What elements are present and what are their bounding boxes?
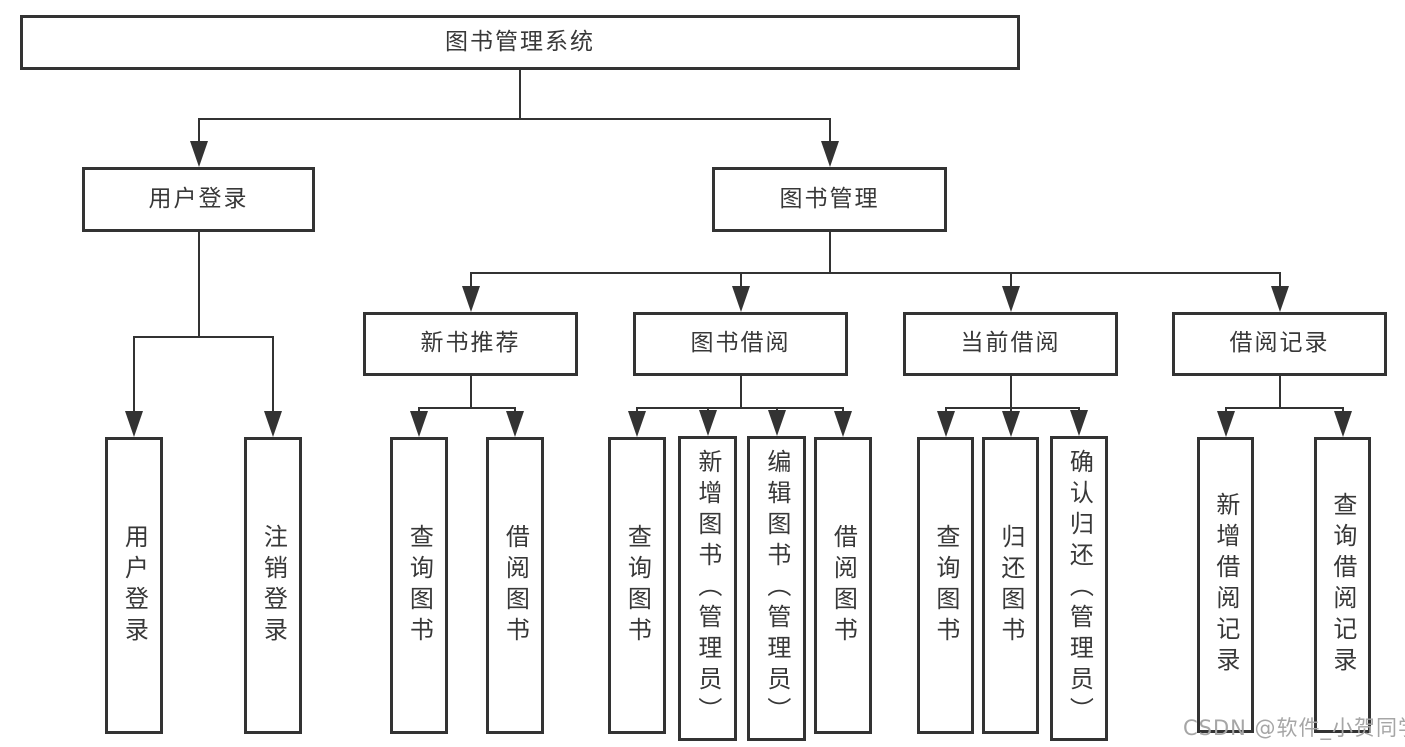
connector-rail-root: [197, 118, 831, 120]
node-borrow-records: 借阅记录: [1172, 312, 1387, 376]
node-bb-edit-books: 编辑图书（管理员）: [747, 436, 806, 741]
node-user-login: 用户登录: [82, 167, 315, 232]
arrowhead-logout: [264, 411, 282, 437]
node-root: 图书管理系统: [20, 15, 1020, 70]
arrowhead-book-borrow: [731, 286, 750, 312]
arrowhead-login: [125, 411, 143, 437]
arrowhead-bb-edit-books: [767, 410, 786, 436]
node-label-cb-return-books: 归还图书: [996, 523, 1025, 648]
arrowhead-current-borrow: [1001, 286, 1020, 312]
node-label-rec-query-books: 查询图书: [405, 523, 434, 648]
connector-drop-borrow-records: [1278, 272, 1281, 290]
node-label-cb-confirm-return: 确认归还（管理员）: [1065, 449, 1094, 728]
arrowhead-br-query-record: [1333, 411, 1352, 437]
node-label-br-add-record: 新增借阅记录: [1211, 492, 1240, 678]
node-label-borrow-records: 借阅记录: [1229, 330, 1330, 357]
connector-stem-user-login: [197, 232, 200, 338]
node-label-root: 图书管理系统: [445, 28, 595, 55]
arrowhead-bb-add-books: [698, 410, 717, 436]
arrowhead-bb-borrow-books: [834, 411, 852, 437]
watermark-text: CSDN @软件_小贺同学: [1183, 716, 1405, 740]
connector-drop-logout: [272, 336, 274, 415]
connector-rail-book-borrow: [636, 407, 844, 409]
connector-rail-current-borrow: [944, 407, 1080, 409]
connector-stem-borrow-records: [1278, 376, 1281, 409]
node-label-br-query-record: 查询借阅记录: [1328, 492, 1357, 678]
node-book-mgmt: 图书管理: [712, 167, 947, 232]
arrowhead-bb-query-books: [628, 411, 646, 437]
node-label-bb-add-books: 新增图书（管理员）: [693, 449, 722, 728]
node-label-current-borrow: 当前借阅: [960, 330, 1061, 357]
node-label-cb-query-books: 查询图书: [931, 523, 960, 648]
connector-rail-user-login: [133, 336, 274, 338]
node-label-bb-borrow-books: 借阅图书: [829, 523, 858, 648]
arrowhead-book-mgmt: [820, 141, 839, 167]
node-rec-borrow-books: 借阅图书: [486, 437, 544, 734]
arrowhead-cb-return-books: [1001, 411, 1020, 437]
connector-stem-book-borrow: [739, 376, 742, 409]
connector-stem-current-borrow: [1009, 376, 1012, 409]
node-book-borrow: 图书借阅: [633, 312, 848, 376]
node-label-user-login: 用户登录: [148, 185, 249, 212]
node-label-bb-query-books: 查询图书: [623, 523, 652, 648]
node-label-rec-borrow-books: 借阅图书: [501, 523, 530, 648]
arrowhead-rec-borrow-books: [506, 411, 524, 437]
node-bb-query-books: 查询图书: [608, 437, 666, 734]
connector-rail-book-mgmt: [469, 272, 1281, 274]
node-new-book-rec: 新书推荐: [363, 312, 578, 376]
arrowhead-borrow-records: [1270, 286, 1289, 312]
node-current-borrow: 当前借阅: [903, 312, 1118, 376]
arrowhead-cb-query-books: [936, 411, 955, 437]
node-label-login: 用户登录: [120, 523, 149, 648]
connector-stem-new-book-rec: [469, 376, 472, 409]
node-label-new-book-rec: 新书推荐: [420, 330, 521, 357]
node-logout: 注销登录: [244, 437, 302, 734]
node-cb-confirm-return: 确认归还（管理员）: [1050, 436, 1108, 741]
connector-stem-book-mgmt: [828, 232, 831, 274]
node-rec-query-books: 查询图书: [390, 437, 448, 734]
node-label-logout: 注销登录: [259, 523, 288, 648]
connector-rail-new-book-rec: [418, 407, 516, 409]
connector-drop-user-login: [197, 118, 200, 145]
connector-drop-login: [133, 336, 135, 415]
node-bb-borrow-books: 借阅图书: [814, 437, 872, 734]
node-login: 用户登录: [105, 437, 163, 734]
node-label-bb-edit-books: 编辑图书（管理员）: [762, 449, 791, 728]
node-bb-add-books: 新增图书（管理员）: [678, 436, 737, 741]
connector-stem-root: [519, 70, 521, 120]
connector-drop-book-mgmt: [828, 118, 831, 145]
arrowhead-cb-confirm-return: [1070, 410, 1088, 436]
node-label-book-mgmt: 图书管理: [779, 185, 880, 212]
connector-drop-book-borrow: [739, 272, 742, 290]
arrowhead-user-login: [189, 141, 208, 167]
node-cb-query-books: 查询图书: [917, 437, 974, 734]
node-cb-return-books: 归还图书: [982, 437, 1039, 734]
connector-drop-current-borrow: [1009, 272, 1012, 290]
node-label-book-borrow: 图书借阅: [690, 330, 791, 357]
connector-rail-borrow-records: [1224, 407, 1344, 409]
node-br-add-record: 新增借阅记录: [1197, 437, 1254, 733]
arrowhead-new-book-rec: [461, 286, 480, 312]
arrowhead-br-add-record: [1216, 411, 1235, 437]
arrowhead-rec-query-books: [410, 411, 428, 437]
node-br-query-record: 查询借阅记录: [1314, 437, 1371, 733]
connector-drop-new-book-rec: [469, 272, 472, 290]
